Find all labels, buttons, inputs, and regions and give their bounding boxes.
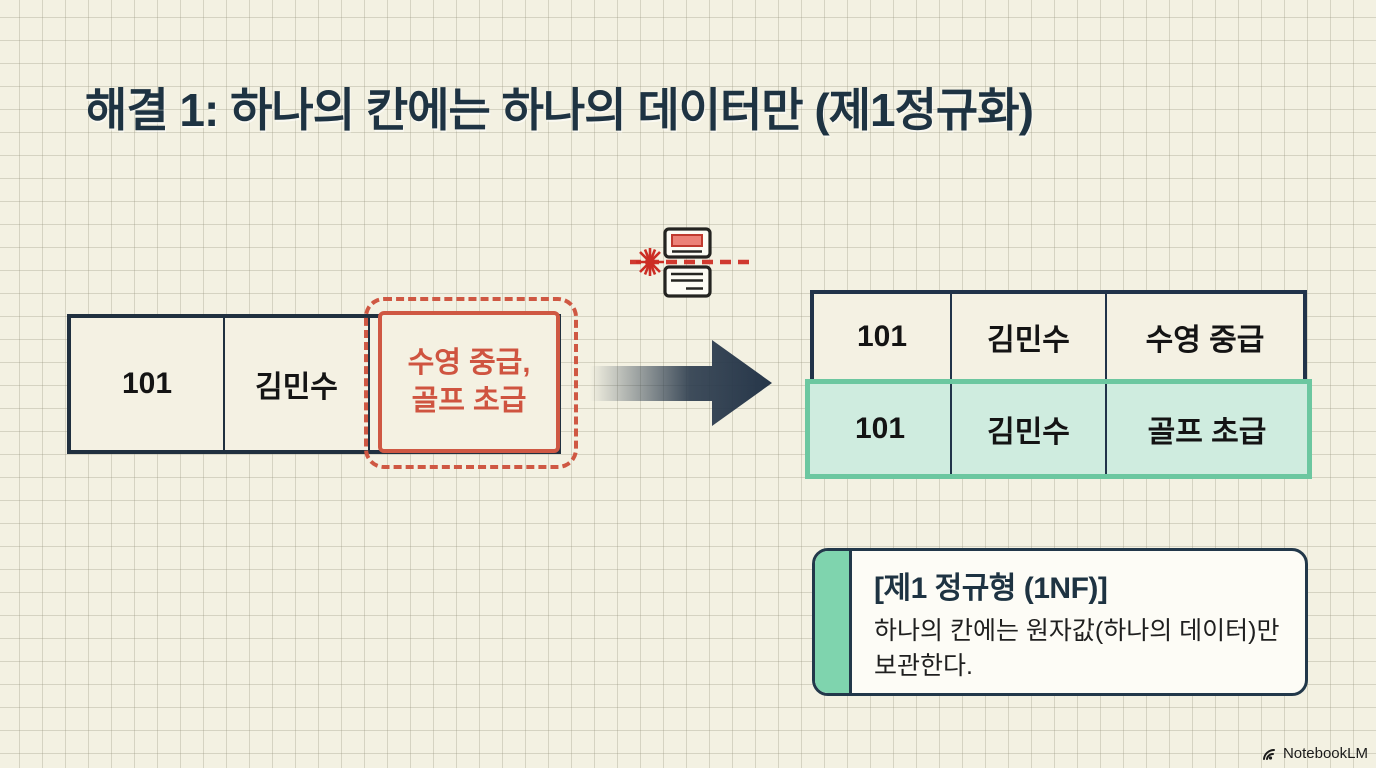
violation-cell: 수영 중급, 골프 초급: [378, 311, 560, 453]
normalized-row-swimming: 101 김민수 수영 중급: [810, 290, 1307, 383]
note-body: 하나의 칸에는 원자값(하나의 데이터)만 보관한다.: [874, 617, 1280, 680]
cell-course: 골프 초급: [1147, 416, 1267, 449]
notebooklm-logo-icon: [1262, 748, 1275, 760]
cell-student-id: 101: [810, 384, 952, 474]
cell-student-id: 101: [814, 294, 952, 379]
normalized-row-golf-highlighted: 101 김민수 골프 초급: [805, 379, 1312, 479]
note-title: [제1 정규형 (1NF)]: [874, 572, 1108, 605]
right-arrow-icon: [590, 340, 772, 426]
cell-student-name: 김민수: [952, 294, 1107, 379]
page-title: 해결 1: 하나의 칸에는 하나의 데이터만 (제1정규화): [85, 84, 1034, 136]
cell-student-name: 김민수: [225, 318, 370, 450]
cell-student-id: 101: [71, 318, 225, 450]
cell-course: 수영 중급: [1145, 323, 1265, 357]
note-accent-strip: [815, 551, 852, 693]
laser-split-document-icon: [630, 227, 750, 298]
violation-line1: 수영 중급,: [407, 346, 531, 379]
violation-line2: 골프 초급: [411, 385, 527, 417]
watermark-label: NotebookLM: [1282, 745, 1368, 762]
violation-highlight-outline: [364, 297, 578, 469]
watermark: NotebookLM: [1262, 745, 1368, 762]
definition-note: [제1 정규형 (1NF)] 하나의 칸에는 원자값(하나의 데이터)만 보관한…: [812, 548, 1308, 696]
cell-student-name: 김민수: [952, 384, 1107, 474]
note-content: [제1 정규형 (1NF)] 하나의 칸에는 원자값(하나의 데이터)만 보관한…: [852, 551, 1305, 693]
